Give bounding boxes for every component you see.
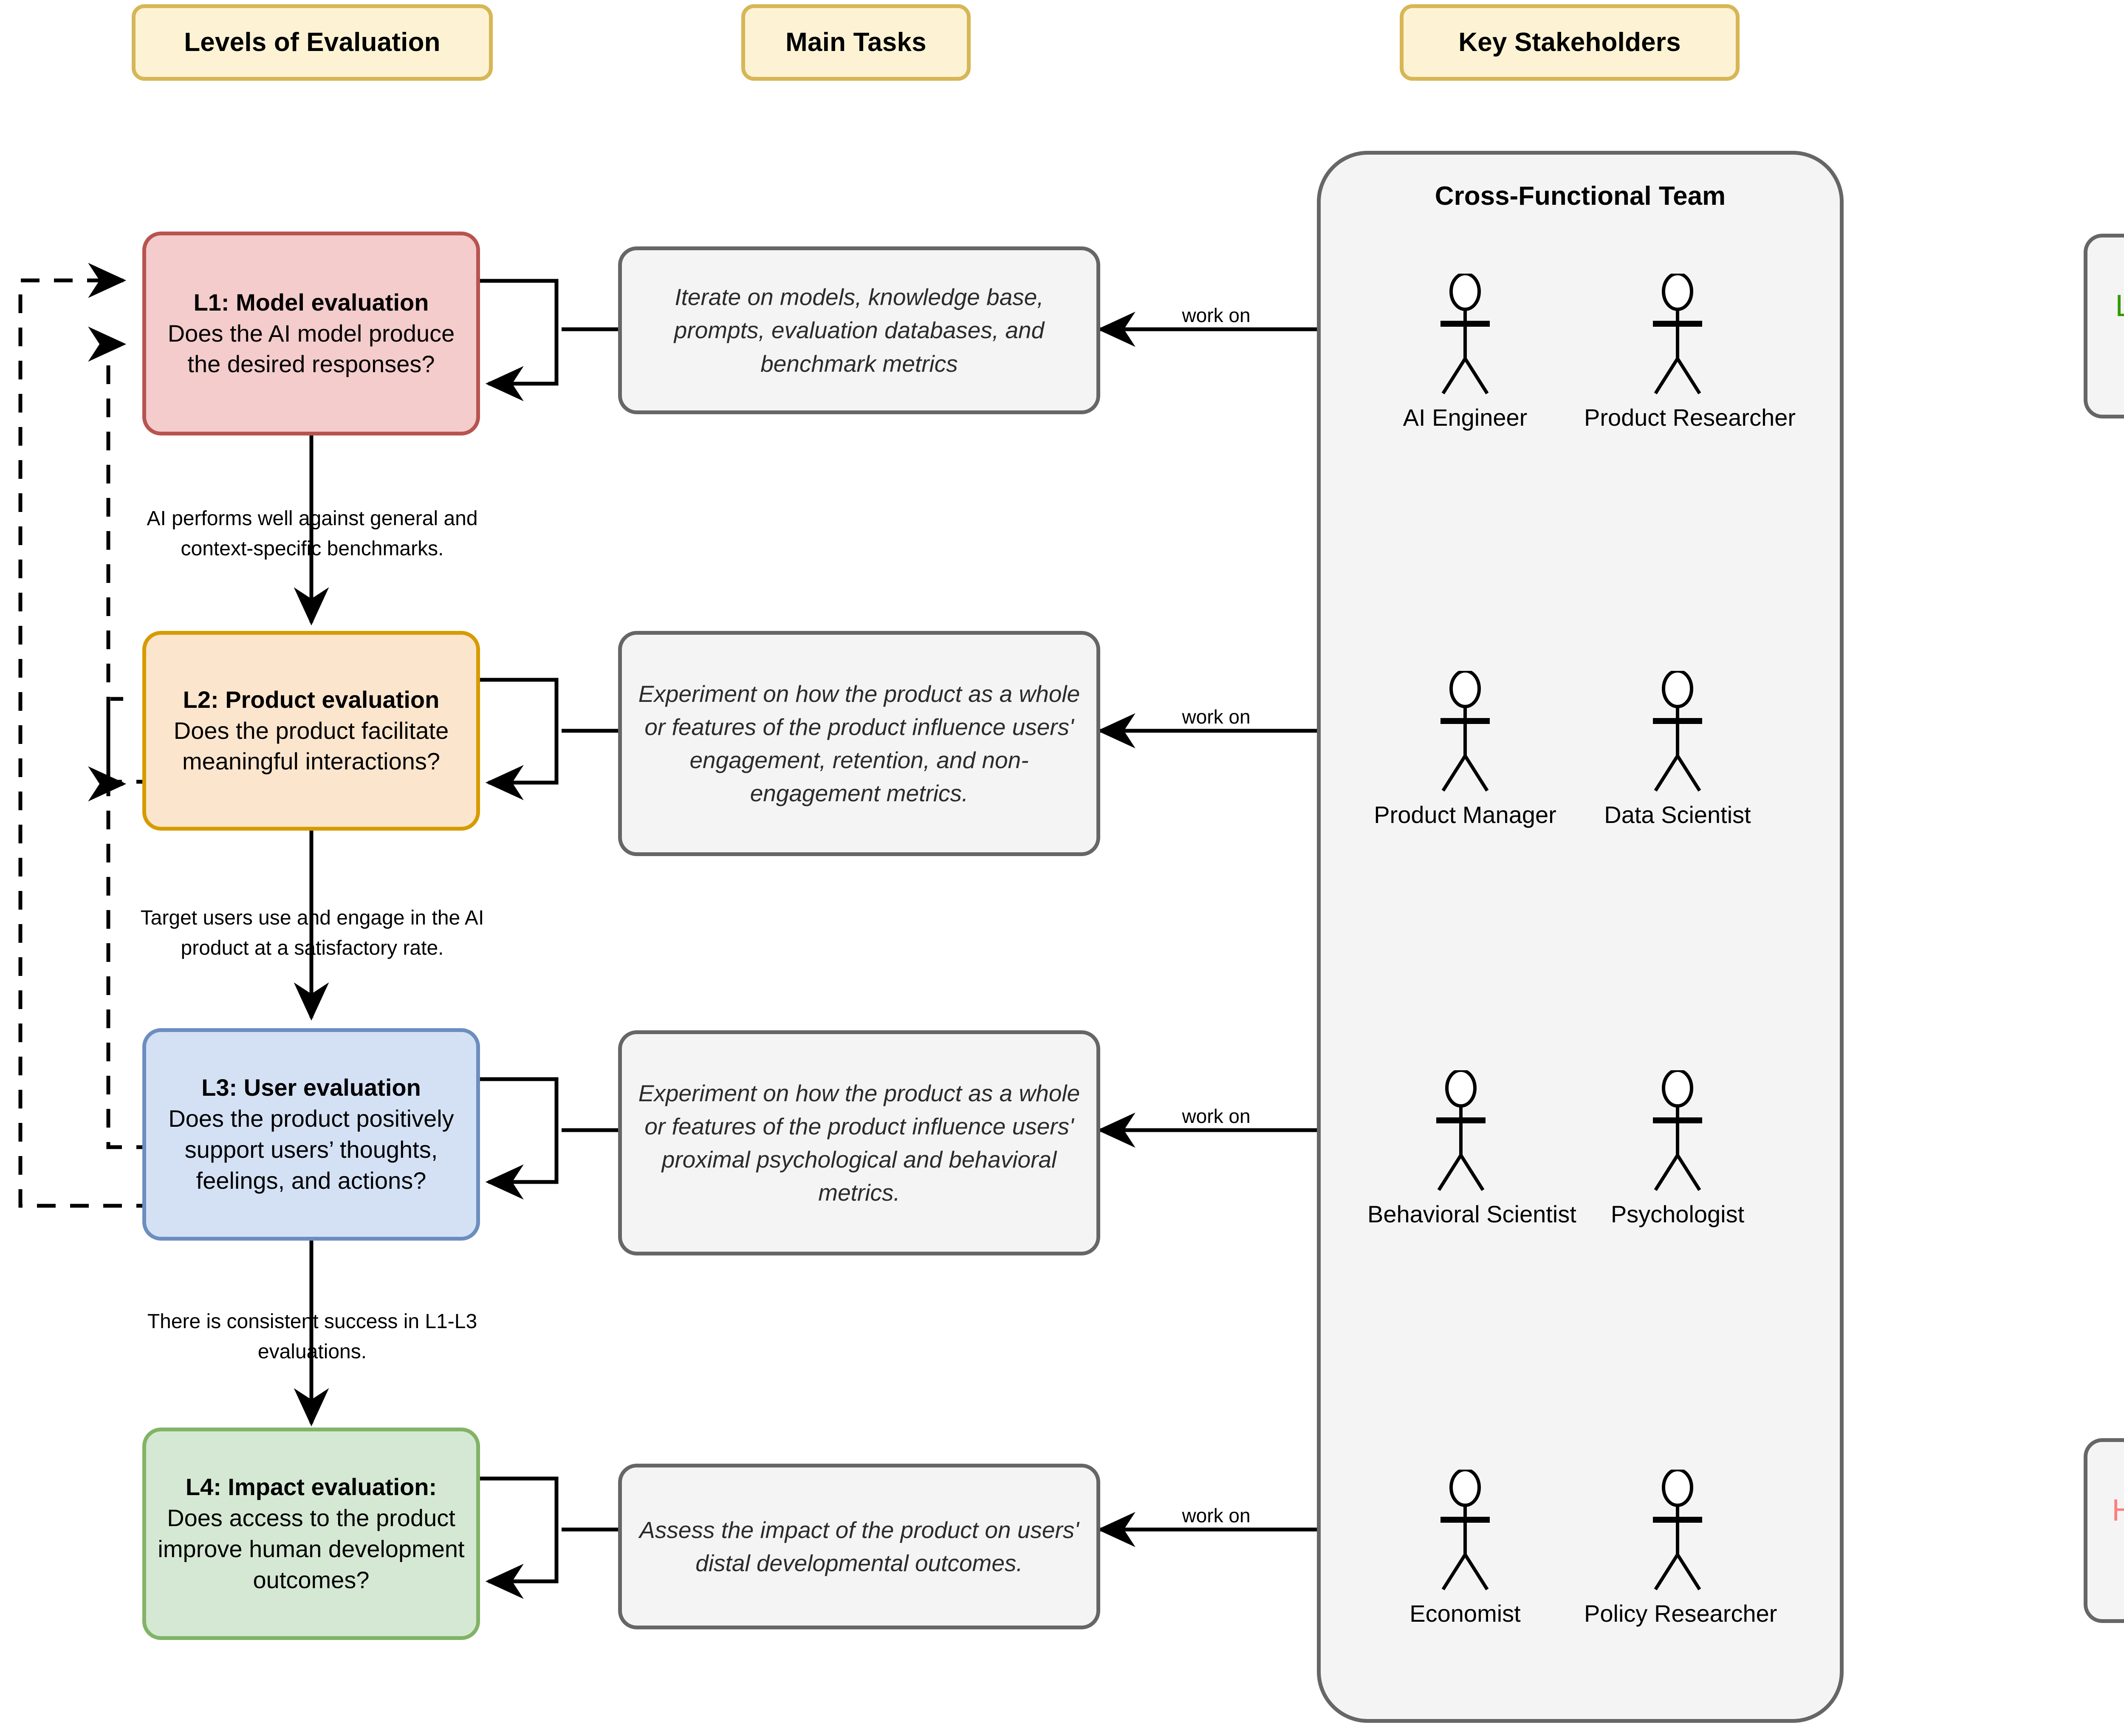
level-l3-title: L3: User evaluation — [201, 1074, 421, 1101]
stick-figure-icon — [1440, 1470, 1490, 1591]
task-node-3-text: Experiment on how the product as a whole… — [638, 1080, 1080, 1206]
level-node-l4[interactable]: L4: Impact evaluation: Does access to th… — [142, 1428, 480, 1640]
level-node-l2[interactable]: L2: Product evaluation Does the product … — [142, 631, 480, 831]
level-l2-title: L2: Product evaluation — [183, 686, 440, 713]
cross-functional-team-panel[interactable]: Cross-Functional Team AI Engineer Produc… — [1317, 151, 1844, 1723]
team-panel-title-text: Cross-Functional Team — [1435, 181, 1726, 211]
stick-figure-icon — [1440, 274, 1490, 395]
column-header-tasks-label: Main Tasks — [785, 28, 926, 57]
column-header-stakeholders: Key Stakeholders — [1400, 4, 1740, 81]
stakeholder-behavioral-scientist-label: Behavioral Scientist — [1367, 1201, 1576, 1227]
stakeholder-psychologist[interactable]: Psychologist — [1584, 1070, 1771, 1227]
transition-label-3-text: There is consistent success in L1-L3 eva… — [147, 1310, 477, 1363]
work-on-label-2: work on — [1143, 705, 1290, 729]
implication-node-bottom[interactable]: Higher cost, risk, and time spent — [2084, 1438, 2124, 1623]
stakeholder-policy-researcher[interactable]: Policy Researcher — [1584, 1470, 1777, 1627]
task-node-2-text: Experiment on how the product as a whole… — [638, 680, 1080, 807]
stakeholder-behavioral-scientist[interactable]: Behavioral Scientist — [1367, 1070, 1576, 1227]
level-node-l1[interactable]: L1: Model evaluation Does the AI model p… — [142, 232, 480, 435]
transition-label-3: There is consistent success in L1-L3 eva… — [140, 1306, 484, 1367]
column-header-levels-label: Levels of Evaluation — [184, 28, 441, 57]
column-header-stakeholders-label: Key Stakeholders — [1458, 28, 1681, 57]
work-on-label-2-text: work on — [1182, 706, 1251, 728]
stakeholder-economist[interactable]: Economist — [1372, 1470, 1559, 1627]
stick-figure-icon — [1653, 1470, 1702, 1591]
stakeholder-data-scientist[interactable]: Data Scientist — [1584, 671, 1771, 828]
stick-figure-icon — [1653, 1070, 1702, 1191]
stakeholder-product-researcher-label: Product Researcher — [1584, 404, 1796, 431]
team-panel-title: Cross-Functional Team — [1321, 181, 1840, 211]
task-node-4-text: Assess the impact of the product on user… — [639, 1516, 1079, 1576]
work-on-label-3: work on — [1143, 1105, 1290, 1128]
stick-figure-icon — [1653, 671, 1702, 792]
level-l4-title: L4: Impact evaluation: — [185, 1473, 437, 1501]
column-header-levels: Levels of Evaluation — [132, 4, 493, 81]
work-on-label-1: work on — [1143, 304, 1290, 328]
transition-label-1: AI performs well against general and con… — [123, 503, 501, 564]
stakeholder-product-manager-label: Product Manager — [1374, 801, 1556, 828]
stakeholder-economist-label: Economist — [1409, 1600, 1521, 1627]
work-on-label-4-text: work on — [1182, 1504, 1251, 1527]
level-node-l3[interactable]: L3: User evaluation Does the product pos… — [142, 1028, 480, 1241]
stakeholder-data-scientist-label: Data Scientist — [1604, 801, 1751, 828]
level-l4-question: Does access to the product improve human… — [158, 1504, 465, 1593]
stakeholder-ai-engineer[interactable]: AI Engineer — [1372, 274, 1559, 431]
transition-label-2: Target users use and engage in the AI pr… — [123, 903, 501, 963]
transition-label-1-text: AI performs well against general and con… — [147, 507, 478, 560]
stakeholder-product-researcher[interactable]: Product Researcher — [1584, 274, 1796, 431]
task-node-2[interactable]: Experiment on how the product as a whole… — [618, 631, 1100, 856]
work-on-label-4: work on — [1143, 1504, 1290, 1528]
stakeholder-policy-researcher-label: Policy Researcher — [1584, 1600, 1777, 1627]
work-on-label-1-text: work on — [1182, 304, 1251, 326]
transition-label-2-text: Target users use and engage in the AI pr… — [140, 907, 484, 960]
task-node-1[interactable]: Iterate on models, knowledge base, promp… — [618, 246, 1100, 414]
implication-node-bottom-text: Higher cost, risk, and time spent — [2112, 1493, 2124, 1527]
level-l2-question: Does the product facilitate meaningful i… — [173, 717, 449, 775]
stakeholder-product-manager[interactable]: Product Manager — [1372, 671, 1559, 828]
stick-figure-icon — [1440, 671, 1490, 792]
column-header-tasks: Main Tasks — [741, 4, 971, 81]
work-on-label-3-text: work on — [1182, 1105, 1251, 1127]
implication-node-top-text: Lower cost, risk, and time spent — [2115, 288, 2124, 323]
task-node-1-text: Iterate on models, knowledge base, promp… — [674, 284, 1045, 377]
stick-figure-icon — [1436, 1070, 1486, 1191]
stakeholder-psychologist-label: Psychologist — [1610, 1201, 1745, 1227]
level-l1-question: Does the AI model produce the desired re… — [167, 319, 455, 378]
level-l1-title: L1: Model evaluation — [193, 288, 429, 316]
task-node-3[interactable]: Experiment on how the product as a whole… — [618, 1030, 1100, 1255]
implication-node-top[interactable]: Lower cost, risk, and time spent — [2084, 234, 2124, 418]
task-node-4[interactable]: Assess the impact of the product on user… — [618, 1464, 1100, 1629]
stakeholder-ai-engineer-label: AI Engineer — [1403, 404, 1528, 431]
level-l3-question: Does the product positively support user… — [168, 1105, 454, 1194]
stick-figure-icon — [1653, 274, 1702, 395]
